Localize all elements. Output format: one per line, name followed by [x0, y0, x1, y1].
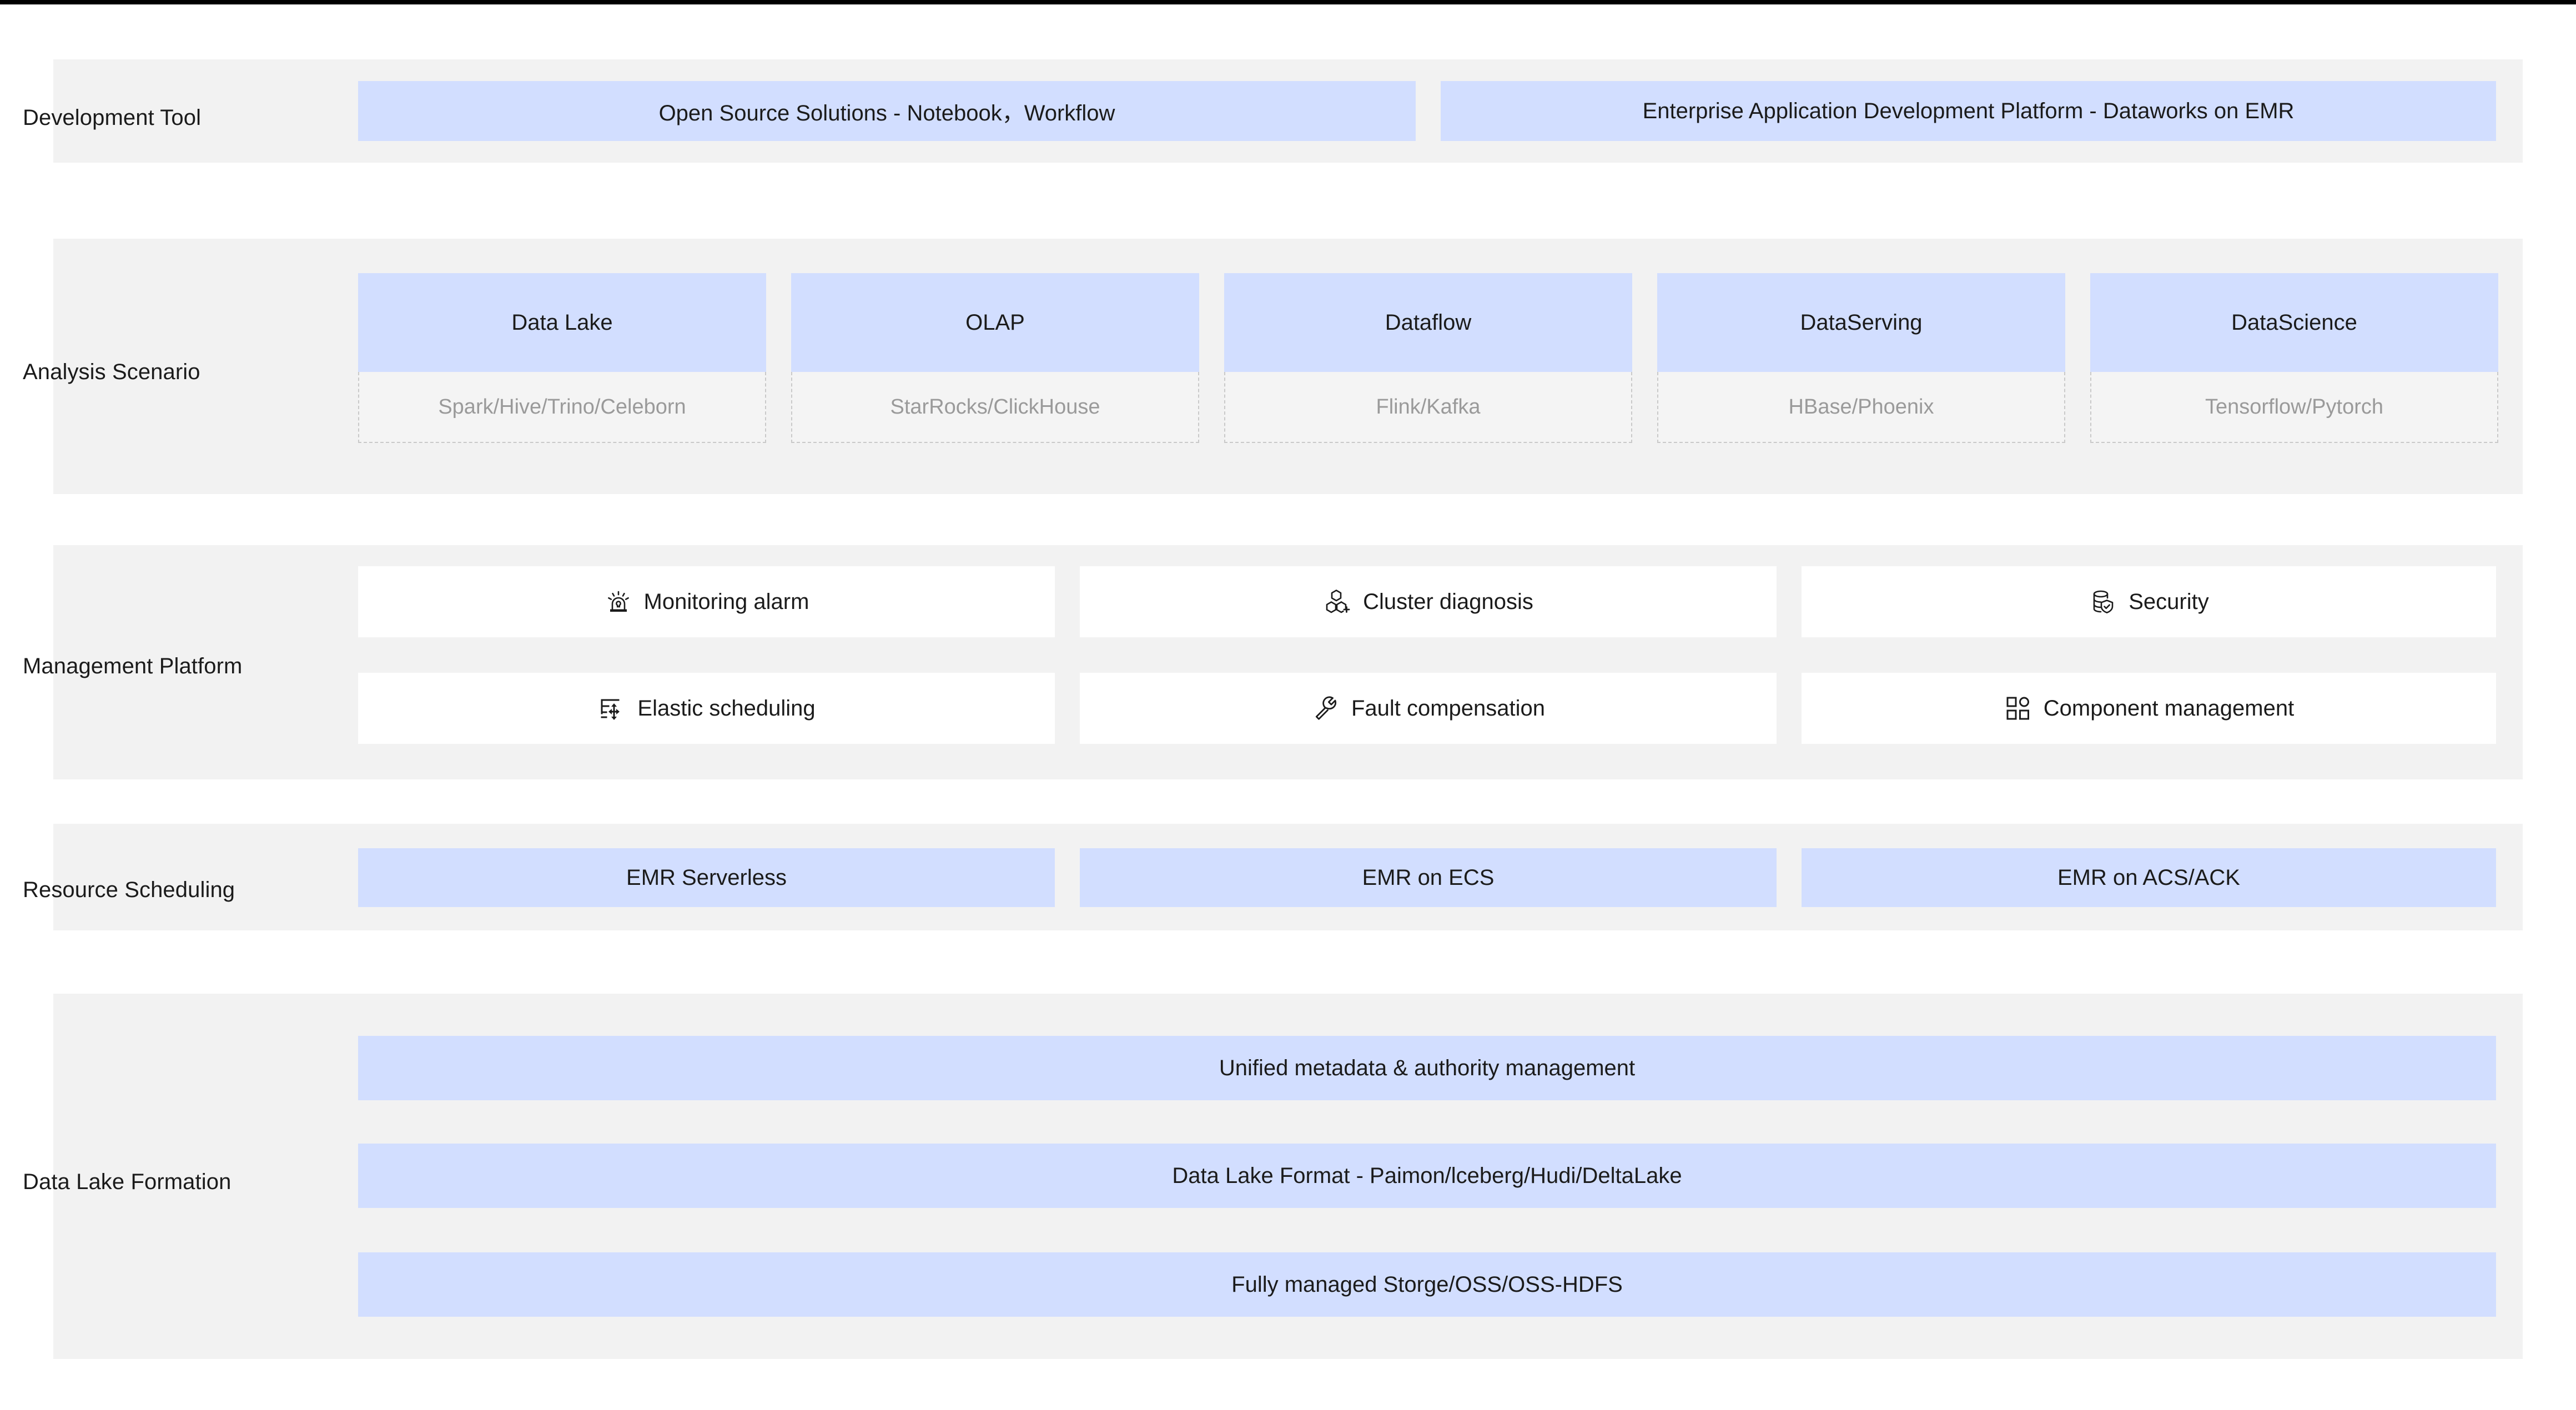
database-shield-check-icon [2089, 587, 2117, 616]
analysis-scenario-engines: HBase/Phoenix [1657, 372, 2065, 443]
analysis-scenario-engines: StarRocks/ClickHouse [791, 372, 1199, 443]
data-lake-formation-card-lake-format[interactable]: Data Lake Format - Paimon/lceberg/Hudi/D… [358, 1144, 2496, 1208]
data-lake-formation-label: Data Lake Formation [23, 1170, 232, 1194]
development-tool-label: Development Tool [23, 105, 202, 130]
management-card-elastic-scheduling[interactable]: Elastic scheduling [358, 673, 1055, 744]
resource-scheduling-label: Resource Scheduling [23, 878, 235, 902]
development-tool-card-open-source[interactable]: Open Source Solutions - Notebook，Workflo… [358, 81, 1416, 141]
analysis-scenario-card-data-lake[interactable]: Data Lake Spark/Hive/Trino/Celeborn [358, 273, 766, 443]
management-card-label: Component management [2043, 696, 2295, 721]
grid-squares-circle-icon [2004, 694, 2032, 723]
management-card-cluster-diagnosis[interactable]: Cluster diagnosis [1080, 566, 1777, 637]
bars-resize-arrows-icon [597, 694, 626, 723]
management-card-label: Security [2129, 589, 2209, 614]
alarm-beacon-icon [604, 587, 633, 616]
analysis-scenario-engines: Tensorflow/Pytorch [2090, 372, 2498, 443]
resource-scheduling-card-emr-on-ecs[interactable]: EMR on ECS [1080, 848, 1777, 907]
management-card-label: Elastic scheduling [637, 696, 816, 721]
data-lake-formation-card-managed-storage[interactable]: Fully managed Storge/OSS/OSS-HDFS [358, 1252, 2496, 1317]
analysis-scenario-title: Data Lake [358, 273, 766, 372]
analysis-scenario-title: Dataflow [1224, 273, 1632, 372]
analysis-scenario-engines: Flink/Kafka [1224, 372, 1632, 443]
management-card-label: Monitoring alarm [643, 589, 809, 614]
management-card-label: Cluster diagnosis [1363, 589, 1533, 614]
analysis-scenario-title: DataScience [2090, 273, 2498, 372]
analysis-scenario-title: DataServing [1657, 273, 2065, 372]
resource-scheduling-card-emr-serverless[interactable]: EMR Serverless [358, 848, 1055, 907]
data-lake-formation-card-unified-metadata[interactable]: Unified metadata & authority management [358, 1036, 2496, 1100]
management-card-monitoring-alarm[interactable]: Monitoring alarm [358, 566, 1055, 637]
analysis-scenario-card-olap[interactable]: OLAP StarRocks/ClickHouse [791, 273, 1199, 443]
development-tool-card-dataworks[interactable]: Enterprise Application Development Platf… [1441, 81, 2496, 141]
analysis-scenario-engines: Spark/Hive/Trino/Celeborn [358, 372, 766, 443]
analysis-scenario-title: OLAP [791, 273, 1199, 372]
hexagon-cluster-plus-icon [1323, 587, 1352, 616]
wrench-icon [1311, 694, 1340, 723]
management-card-label: Fault compensation [1351, 696, 1546, 721]
resource-scheduling-card-emr-on-acs-ack[interactable]: EMR on ACS/ACK [1802, 848, 2496, 907]
top-black-bar [0, 0, 2576, 4]
management-platform-label: Management Platform [23, 654, 243, 678]
analysis-scenario-card-dataserving[interactable]: DataServing HBase/Phoenix [1657, 273, 2065, 443]
management-card-security[interactable]: Security [1802, 566, 2496, 637]
management-card-component-management[interactable]: Component management [1802, 673, 2496, 744]
analysis-scenario-card-dataflow[interactable]: Dataflow Flink/Kafka [1224, 273, 1632, 443]
analysis-scenario-label: Analysis Scenario [23, 360, 200, 384]
management-card-fault-compensation[interactable]: Fault compensation [1080, 673, 1777, 744]
analysis-scenario-card-datascience[interactable]: DataScience Tensorflow/Pytorch [2090, 273, 2498, 443]
